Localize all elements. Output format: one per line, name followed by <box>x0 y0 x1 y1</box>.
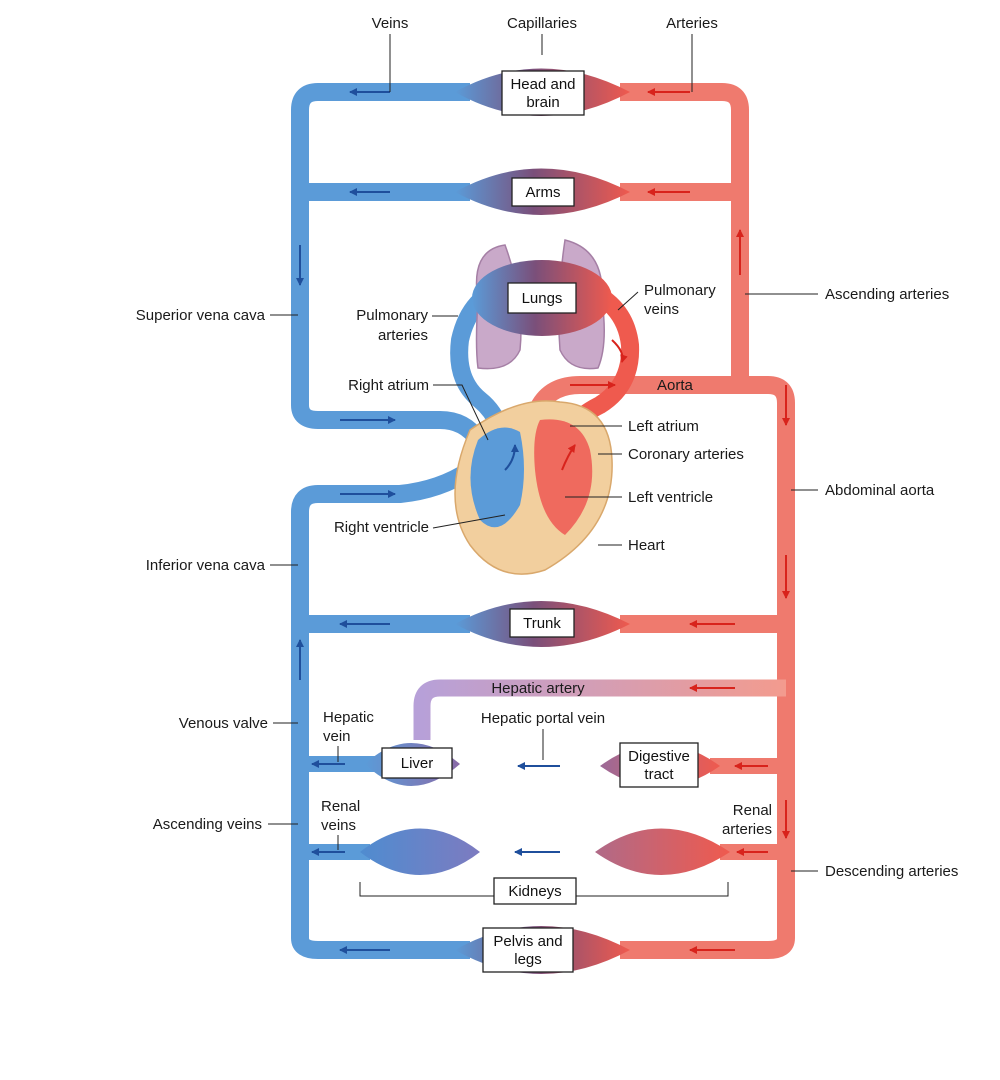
pulmonary-veins-label-2: veins <box>644 301 679 318</box>
pulmonary-arteries-label-2: arteries <box>378 327 428 344</box>
hepatic-portal-vein-label: Hepatic portal vein <box>481 710 605 727</box>
digestive-box <box>619 742 699 788</box>
kidneys-label: Kidneys <box>508 883 561 900</box>
right-atrium-label: Right atrium <box>348 377 429 394</box>
left-ventricle-label: Left ventricle <box>628 489 713 506</box>
liver-label: Liver <box>401 755 434 772</box>
right-labels: Pulmonary veins Ascending arteries Aorta… <box>481 282 959 880</box>
kidneys-box <box>493 877 577 905</box>
lungs-label: Lungs <box>522 290 563 307</box>
head-label-1: Head and <box>510 76 575 93</box>
right-ventricle-label: Right ventricle <box>334 519 429 536</box>
coronary-arteries-label: Coronary arteries <box>628 446 744 463</box>
flow-arrows <box>296 88 790 954</box>
digestive-label-2: tract <box>644 766 674 783</box>
hepatic-artery-label: Hepatic artery <box>491 680 585 697</box>
aorta-label: Aorta <box>657 377 694 394</box>
ascending-veins-label: Ascending veins <box>153 816 262 833</box>
renal-veins-label-1: Renal <box>321 798 360 815</box>
pelvis-box <box>482 927 574 973</box>
hepatic-vein-label-2: vein <box>323 728 351 745</box>
capillaries-heading: Capillaries <box>507 15 577 32</box>
hepatic-vein-label-1: Hepatic <box>323 709 374 726</box>
inferior-vena-cava-label: Inferior vena cava <box>146 557 266 574</box>
head-label-2: brain <box>526 94 559 111</box>
veins-heading: Veins <box>372 15 409 32</box>
pelvis-label-2: legs <box>514 951 542 968</box>
kidney-right-capillary-bed <box>595 828 730 875</box>
head-box <box>501 70 585 116</box>
trunk-box <box>509 608 575 638</box>
arms-box <box>511 177 575 207</box>
pulmonary-arteries-label-1: Pulmonary <box>356 307 428 324</box>
trunk-label: Trunk <box>523 615 561 632</box>
renal-veins-label-2: veins <box>321 817 356 834</box>
inferior-vena-cava-vessel <box>291 462 475 959</box>
arteries-heading: Arteries <box>666 15 718 32</box>
superior-vena-cava-vessel <box>291 83 486 446</box>
digestive-label-1: Digestive <box>628 748 690 765</box>
renal-arteries-label-1: Renal <box>733 802 772 819</box>
lungs-illustration <box>472 239 612 370</box>
descending-arteries-label: Descending arteries <box>825 863 958 880</box>
heart-illustration <box>454 400 613 575</box>
organ-boxes: Head and brain Arms Lungs Trunk Liver Di… <box>359 70 729 973</box>
heart-label: Heart <box>628 537 666 554</box>
venous-valve-label: Venous valve <box>179 715 268 732</box>
arms-label: Arms <box>526 184 561 201</box>
left-atrium-label: Left atrium <box>628 418 699 435</box>
ascending-arteries-vessel <box>620 83 749 385</box>
left-labels: Superior vena cava Pulmonary arteries Ri… <box>136 307 506 850</box>
hepatic-artery-vessel <box>413 679 786 740</box>
pulmonary-veins-label-1: Pulmonary <box>644 282 716 299</box>
header-labels: Veins Capillaries Arteries <box>372 15 718 92</box>
lungs-box <box>507 282 577 314</box>
ascending-arteries-label: Ascending arteries <box>825 286 949 303</box>
abdominal-aorta-label: Abdominal aorta <box>825 482 935 499</box>
superior-vena-cava-label: Superior vena cava <box>136 307 266 324</box>
renal-arteries-label-2: arteries <box>722 821 772 838</box>
kidney-left-capillary-bed <box>360 828 480 875</box>
pelvis-label-1: Pelvis and <box>493 933 562 950</box>
liver-box <box>381 747 453 779</box>
